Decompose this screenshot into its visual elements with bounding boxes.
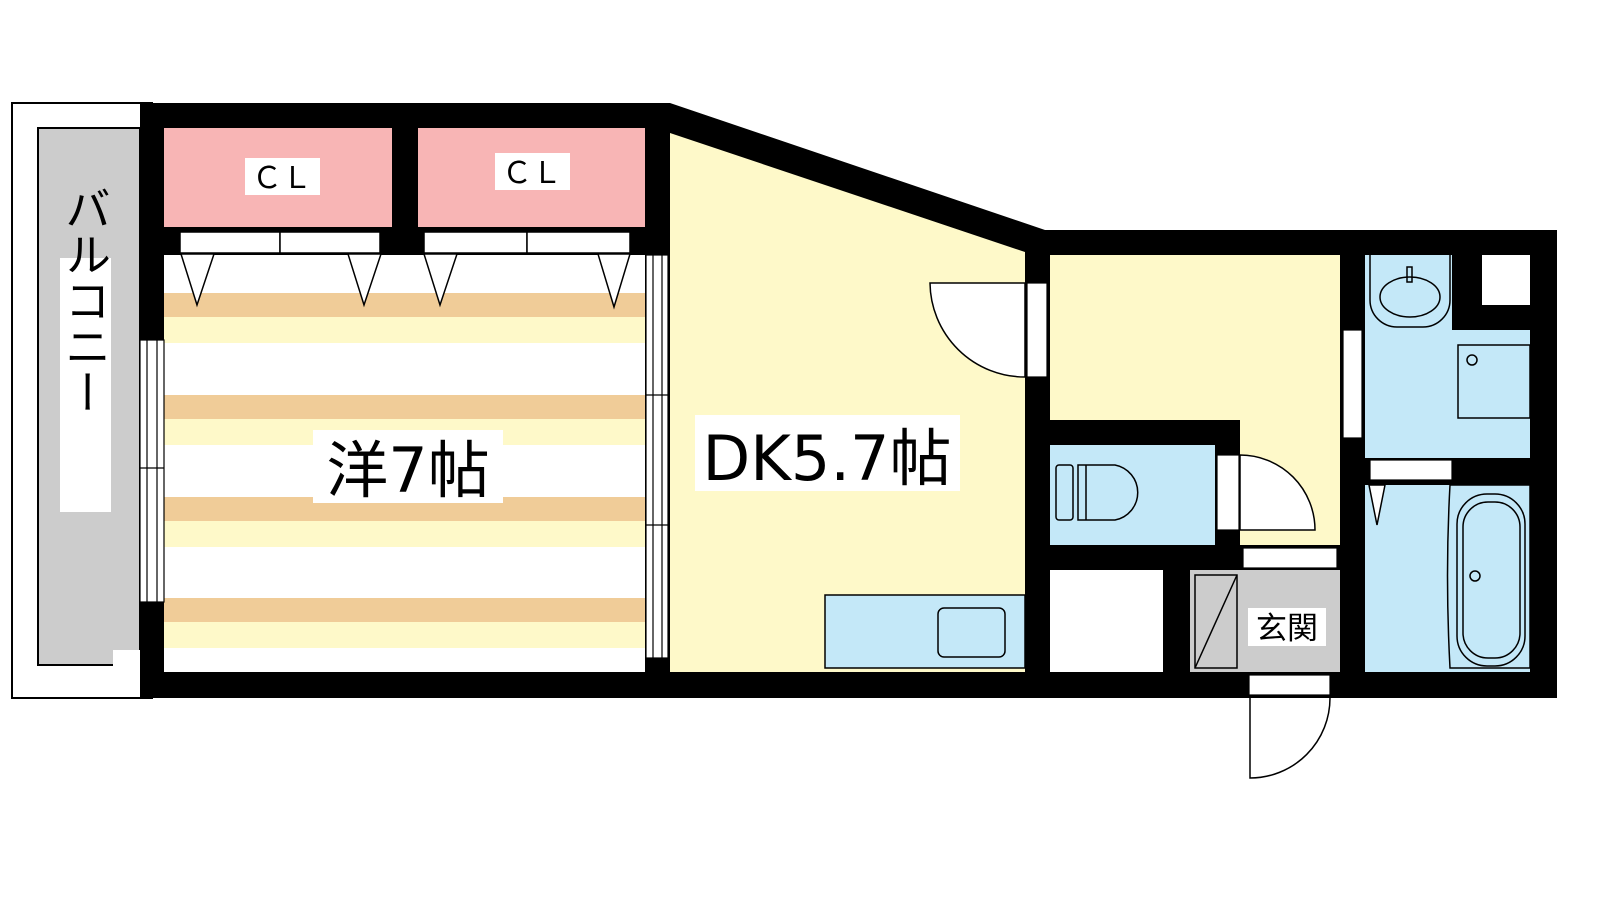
kitchen-counter [824, 594, 1026, 669]
entrance-door[interactable] [1249, 697, 1331, 779]
toilet-icon [1055, 464, 1139, 521]
shoe-cabinet [1194, 574, 1238, 669]
dining-kitchen-label: DK5.7帖 [703, 422, 952, 495]
balcony-label: バルコニー [58, 185, 112, 415]
corridor-floor [1050, 255, 1340, 420]
balcony-window[interactable] [139, 339, 165, 603]
kitchen-sink [937, 607, 1006, 658]
toilet-room [1050, 445, 1215, 545]
balcony: バルコニー [11, 102, 153, 699]
washing-machine-icon [1457, 344, 1531, 419]
toilet-door[interactable] [1239, 454, 1316, 531]
dining-kitchen-floor [670, 133, 1025, 672]
bathtub-icon [1446, 484, 1531, 669]
dk-door[interactable] [929, 282, 1026, 378]
entrance-label: 玄関 [1256, 611, 1318, 647]
bath-door-marker [1368, 484, 1386, 526]
sliding-door-room-dk[interactable] [645, 254, 669, 659]
storage-closet [1050, 570, 1163, 672]
western-room-label: 洋7帖 [326, 434, 489, 507]
closet-right-label: ＣＬ [502, 156, 562, 191]
sink-icon [1369, 255, 1451, 328]
closet-left-label: ＣＬ [252, 161, 312, 196]
closet-door-markers [179, 253, 632, 310]
closet-doors[interactable] [179, 231, 631, 254]
